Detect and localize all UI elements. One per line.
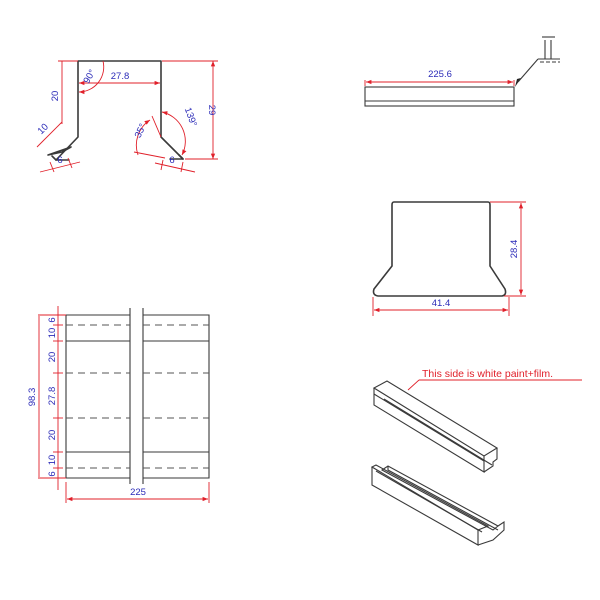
tick — [49, 161, 55, 173]
angle-arc-139 — [161, 111, 187, 156]
angle-arc-90 — [78, 60, 105, 95]
hem-left — [51, 155, 57, 161]
strip-side-view: 225.6 — [364, 36, 560, 107]
dim-lip-label: 10 — [36, 122, 51, 137]
iso-part-top — [372, 380, 499, 473]
hem-right — [178, 154, 184, 160]
angle-139-label: 139° — [182, 106, 199, 128]
dim-hem-left-label: 6 — [57, 155, 62, 166]
tick — [160, 159, 164, 171]
segment-label: 6 — [47, 471, 58, 476]
dim-end-width-label: 41.4 — [432, 298, 451, 309]
end-view: 28.4 41.4 — [372, 201, 526, 316]
flat-pattern-view: 98.3 6 10 20 27.8 20 10 6 225 — [27, 306, 210, 503]
leader-line — [517, 58, 539, 83]
dim-flat-length-label: 225 — [130, 487, 146, 498]
segment-label: 27.8 — [47, 387, 58, 406]
segment-label: 6 — [47, 317, 58, 322]
end-view-outline — [372, 201, 507, 297]
cross-section-view: 27.8 90° 20 10 6 6 35° 139° 29 — [36, 60, 218, 173]
segment-label: 10 — [47, 328, 58, 339]
strip-outline — [364, 86, 515, 107]
iso-part-bottom — [370, 464, 505, 546]
ext-line — [151, 115, 162, 138]
dim-hem-left — [39, 161, 81, 173]
dim-end-height-label: 28.4 — [509, 240, 520, 259]
dim-hem-right — [154, 162, 196, 173]
segment-label: 10 — [47, 455, 58, 466]
finish-note: This side is white paint+film. — [422, 368, 553, 380]
tick — [180, 161, 184, 173]
dim-total-height-label: 29 — [206, 105, 217, 116]
dim-top-width-label: 27.8 — [111, 71, 130, 82]
ext-line — [133, 151, 166, 159]
segment-label: 20 — [47, 430, 58, 441]
note-leader — [407, 379, 420, 391]
angle-35-label: 35° — [133, 122, 149, 140]
dim-flat-total-label: 98.3 — [27, 388, 38, 407]
segment-ticks — [53, 314, 63, 479]
dim-strip-length-label: 225.6 — [428, 69, 452, 80]
flat-left-panel — [65, 314, 130, 479]
tick — [67, 157, 73, 169]
flat-right-panel — [143, 314, 210, 479]
dim-hem-right-label: 6 — [169, 155, 174, 166]
isometric-view: This side is white paint+film. — [370, 368, 582, 546]
angle-arc-35 — [135, 119, 151, 156]
segment-label: 20 — [47, 352, 58, 363]
dim-lip — [36, 121, 63, 148]
dim-side-height-label: 20 — [50, 91, 61, 102]
